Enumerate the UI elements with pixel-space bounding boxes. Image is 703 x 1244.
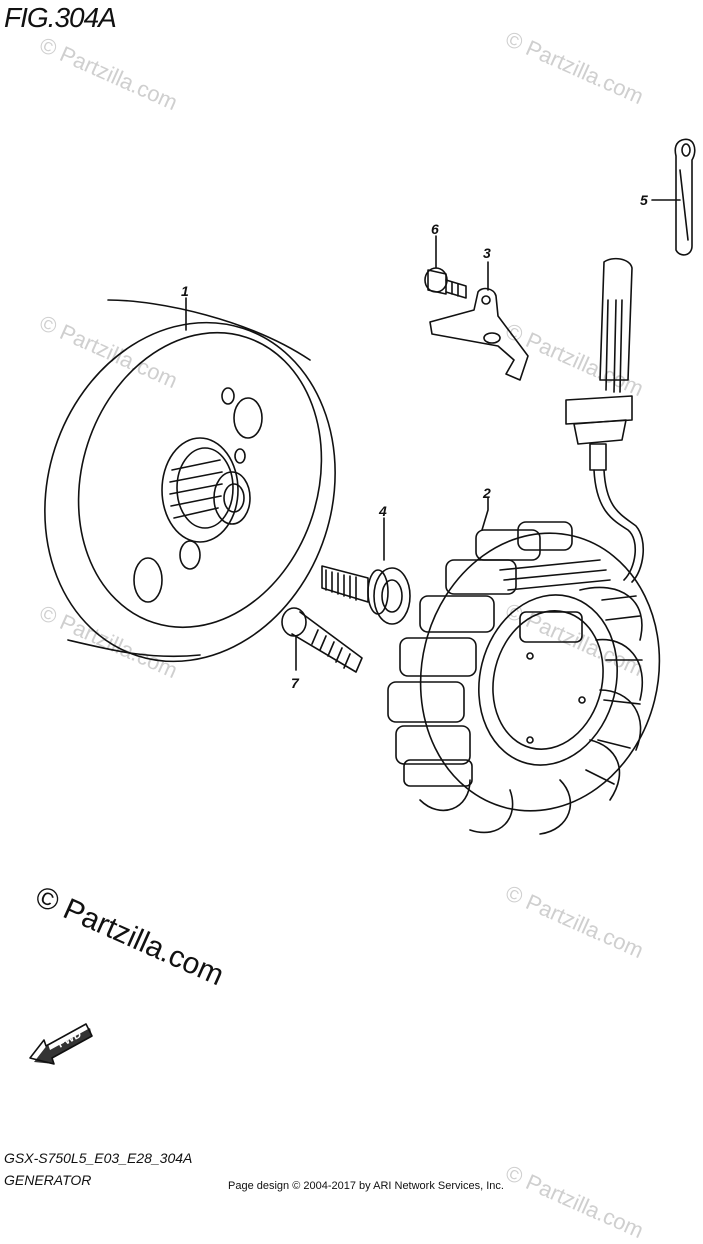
wire-clamp-plate[interactable] [429,287,529,381]
stator-screw[interactable] [281,607,363,673]
callout-4: 4 [378,503,387,519]
wire-clamp-strap[interactable] [674,138,696,256]
callout-5: 5 [640,192,648,208]
section-name: GENERATOR [4,1172,92,1188]
callout-6: 6 [431,221,439,237]
figure-title: FIG.304A [4,2,117,33]
flywheel-rotor[interactable] [2,285,378,700]
page-credit: Page design © 2004-2017 by ARI Network S… [228,1180,504,1192]
rotor-bolt[interactable] [321,565,411,625]
callout-1: 1 [181,283,189,299]
fwd-arrow-icon: FWD [29,1023,93,1065]
stator-coil[interactable] [387,508,688,837]
callout-7: 7 [291,675,300,691]
model-code: GSX-S750L5_E03_E28_304A [4,1150,193,1166]
exploded-parts-diagram: 1 2 3 4 5 6 7 [2,138,696,837]
wire-harness [565,257,645,583]
callout-2: 2 [482,485,491,501]
clamp-bolt[interactable] [424,267,467,299]
callout-3: 3 [483,245,491,261]
